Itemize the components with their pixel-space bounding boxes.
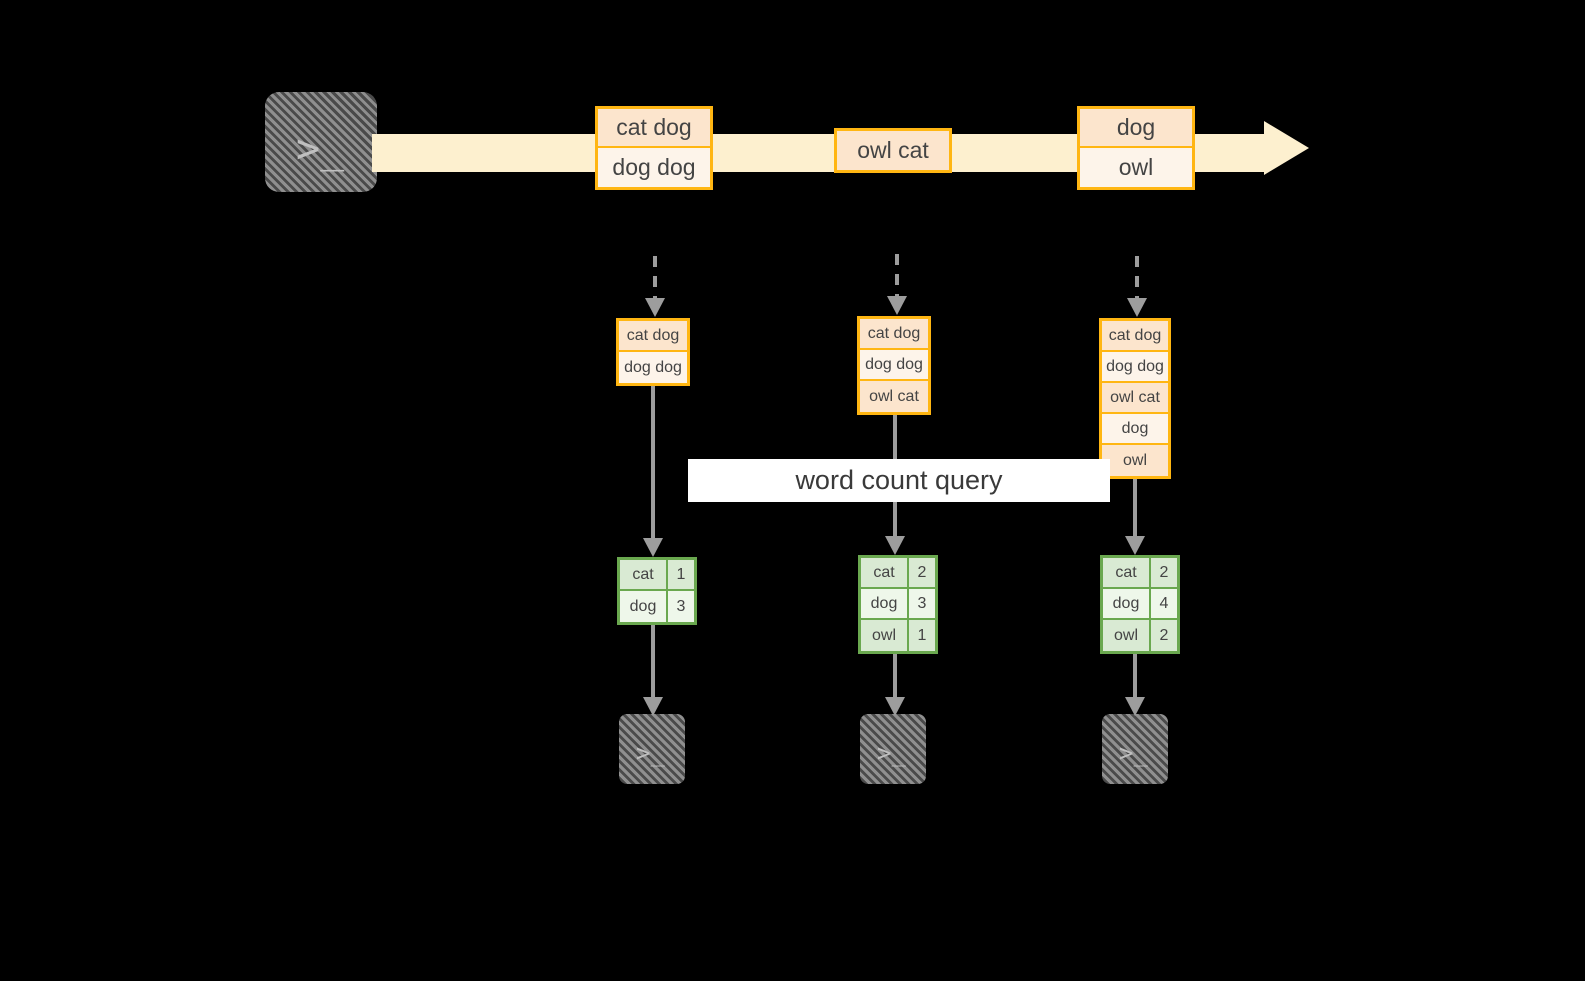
terminal-prompt-glyph: >_ xyxy=(1119,739,1148,767)
result-row: dog 4 xyxy=(1103,589,1177,620)
stream-arrow-head xyxy=(1264,121,1309,175)
input-row: dog dog xyxy=(860,350,928,381)
stream-record: dog dog xyxy=(598,148,710,187)
input-row: owl cat xyxy=(1102,383,1168,414)
result-row: dog 3 xyxy=(861,589,935,620)
terminal-prompt-glyph: >_ xyxy=(296,126,345,172)
trigger-tap-arrow-3 xyxy=(1127,256,1147,318)
result-row: owl 2 xyxy=(1103,620,1177,651)
sink-arrow-2 xyxy=(885,652,905,718)
result-word: cat xyxy=(1103,558,1151,587)
trigger-2-input-table: cat dog dog dog owl cat xyxy=(857,316,931,415)
result-word: owl xyxy=(1103,620,1151,651)
result-word: cat xyxy=(861,558,909,587)
stream-record: owl xyxy=(1080,148,1192,187)
input-row: cat dog xyxy=(1102,321,1168,352)
result-row: dog 3 xyxy=(620,591,694,622)
source-terminal-icon: >_ xyxy=(265,92,377,192)
trigger-tap-arrow-1 xyxy=(645,256,665,318)
result-word: owl xyxy=(861,620,909,651)
result-count: 4 xyxy=(1151,589,1177,618)
trigger-1-result-table: cat 1 dog 3 xyxy=(617,557,697,625)
terminal-prompt-glyph: >_ xyxy=(636,739,665,767)
sink-terminal-icon-3: >_ xyxy=(1102,714,1168,784)
input-row: owl cat xyxy=(860,381,928,412)
result-row: owl 1 xyxy=(861,620,935,651)
stream-batch-1: cat dog dog dog xyxy=(595,106,713,190)
input-row: dog dog xyxy=(619,352,687,383)
sink-arrow-3 xyxy=(1125,652,1145,718)
result-count: 1 xyxy=(909,620,935,651)
query-arrow-1 xyxy=(643,382,663,557)
input-row: dog dog xyxy=(1102,352,1168,383)
sink-arrow-1 xyxy=(643,622,663,718)
result-count: 2 xyxy=(1151,558,1177,587)
query-arrow-3 xyxy=(1125,473,1145,555)
result-word: dog xyxy=(1103,589,1151,618)
result-count: 3 xyxy=(668,591,694,622)
stream-batch-3: dog owl xyxy=(1077,106,1195,190)
stream-record: cat dog xyxy=(598,109,710,148)
trigger-1-input-table: cat dog dog dog xyxy=(616,318,690,386)
terminal-prompt-glyph: >_ xyxy=(877,739,906,767)
trigger-3-input-table: cat dog dog dog owl cat dog owl xyxy=(1099,318,1171,479)
input-row: dog xyxy=(1102,414,1168,445)
stream-batch-2: owl cat xyxy=(834,128,952,173)
result-row: cat 2 xyxy=(1103,558,1177,589)
result-count: 3 xyxy=(909,589,935,618)
query-label: word count query xyxy=(688,459,1110,502)
trigger-2-result-table: cat 2 dog 3 owl 1 xyxy=(858,555,938,654)
result-word: dog xyxy=(620,591,668,622)
result-row: cat 1 xyxy=(620,560,694,591)
result-row: cat 2 xyxy=(861,558,935,589)
result-count: 2 xyxy=(909,558,935,587)
trigger-tap-arrow-2 xyxy=(887,254,907,316)
result-count: 1 xyxy=(668,560,694,589)
result-word: cat xyxy=(620,560,668,589)
stream-record: owl cat xyxy=(837,131,949,170)
input-row: cat dog xyxy=(860,319,928,350)
input-row: cat dog xyxy=(619,321,687,352)
sink-terminal-icon-1: >_ xyxy=(619,714,685,784)
sink-terminal-icon-2: >_ xyxy=(860,714,926,784)
result-word: dog xyxy=(861,589,909,618)
trigger-3-result-table: cat 2 dog 4 owl 2 xyxy=(1100,555,1180,654)
result-count: 2 xyxy=(1151,620,1177,651)
stream-record: dog xyxy=(1080,109,1192,148)
input-row: owl xyxy=(1102,445,1168,476)
